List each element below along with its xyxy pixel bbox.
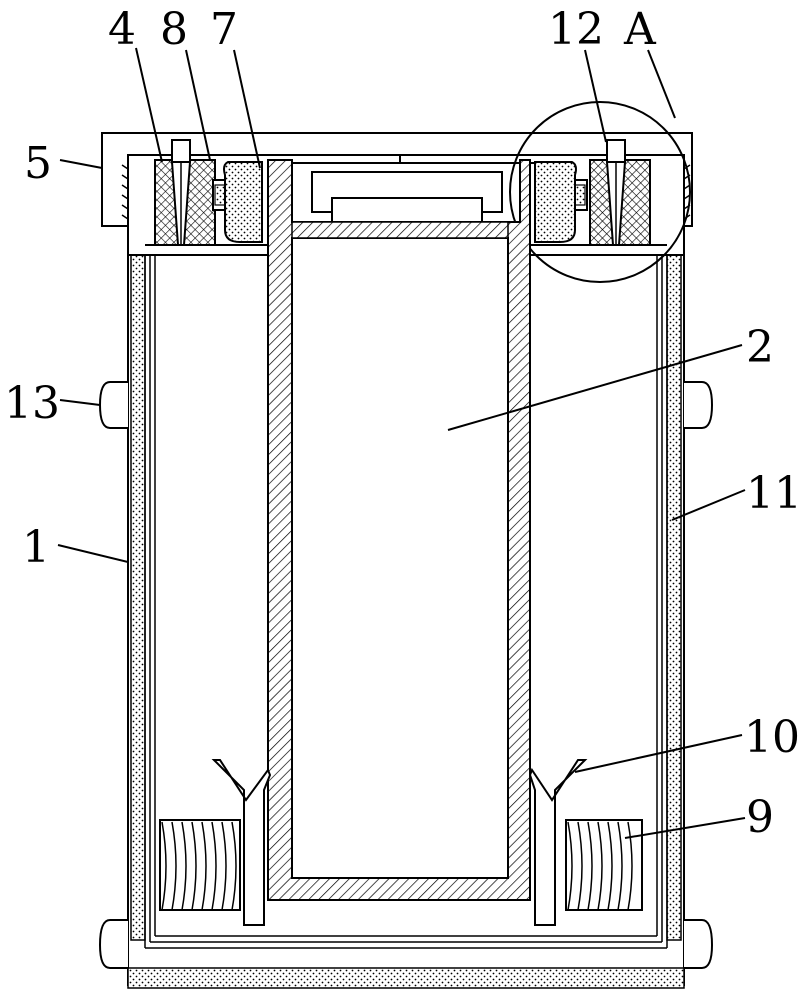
- handle-bumps: [98, 381, 714, 969]
- right-spring: [565, 819, 643, 911]
- label-12: 12: [548, 4, 604, 55]
- label-10: 10: [744, 712, 800, 763]
- leader-lines: [57, 47, 746, 839]
- inner-container: [267, 159, 531, 901]
- right-clamp-plate: [528, 759, 588, 926]
- left-seal-block: [145, 139, 270, 256]
- label-13: 13: [4, 378, 60, 429]
- left-clamp-plate: [211, 759, 272, 926]
- label-5: 5: [24, 138, 52, 189]
- label-2: 2: [746, 322, 774, 373]
- detail-circle-a: [509, 101, 691, 283]
- label-8: 8: [160, 4, 188, 55]
- label-7: 7: [210, 4, 238, 55]
- label-11: 11: [746, 468, 802, 519]
- label-a: A: [623, 4, 657, 55]
- label-1: 1: [22, 522, 50, 573]
- reference-labels: 4 8 7 12 A 5 2 13 11 1 10 9: [4, 4, 802, 843]
- label-9: 9: [746, 792, 774, 843]
- left-spring: [159, 819, 241, 911]
- label-4: 4: [108, 4, 136, 55]
- right-seal-block: [530, 139, 667, 256]
- inner-liner: [144, 170, 668, 949]
